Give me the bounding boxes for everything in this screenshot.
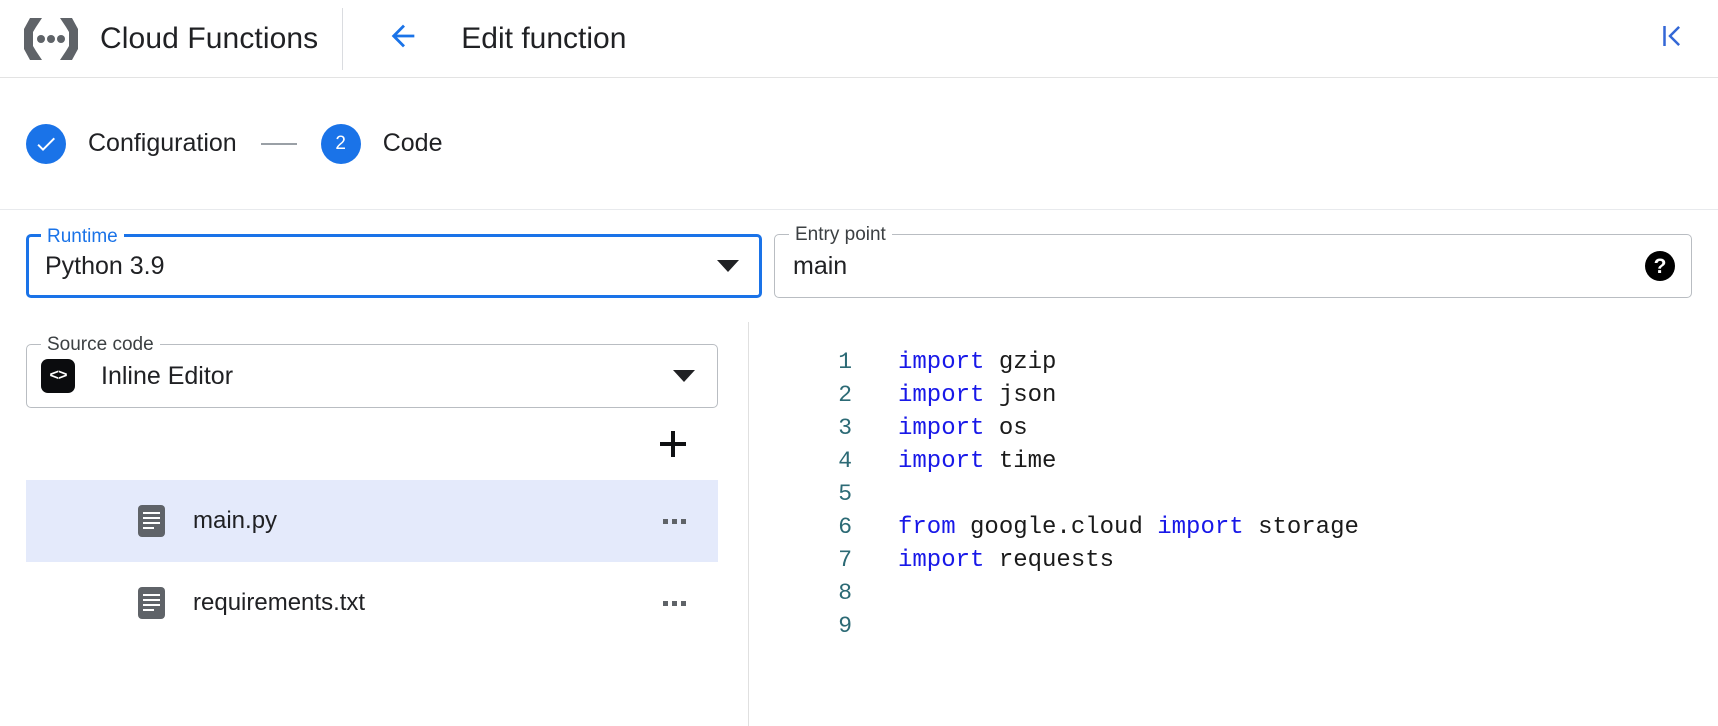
file-list: main.py requirements.txt [26, 480, 718, 644]
code-line-text[interactable]: import json [898, 379, 1056, 412]
code-line: 3 import os [806, 412, 1692, 445]
line-number: 5 [838, 481, 852, 507]
source-code-select[interactable]: Source code <> Inline Editor [26, 334, 718, 408]
chevron-down-icon[interactable] [717, 260, 739, 272]
code-keyword: import [898, 415, 985, 442]
wizard-stepper: Configuration 2 Code [0, 78, 1718, 210]
add-file-button[interactable] [652, 423, 694, 465]
files-toolbar [26, 408, 718, 480]
code-line: 5 [806, 478, 1692, 511]
more-horizontal-icon-dot [672, 518, 677, 524]
more-horizontal-icon-dot [663, 600, 668, 606]
code-line-text[interactable]: import time [898, 445, 1056, 478]
code-line-text[interactable]: from google.cloud import storage [898, 511, 1359, 544]
code-line: 8 [806, 577, 1692, 610]
line-number: 4 [838, 448, 852, 474]
runtime-select[interactable]: Runtime Python 3.9 [26, 226, 762, 298]
first-page-icon [1657, 21, 1687, 56]
step-configuration-marker [26, 123, 66, 164]
right-panel: Entry point main ? 1 import gzip 2 import j… [774, 224, 1692, 726]
code-line-text[interactable]: import os [898, 412, 1028, 445]
code-keyword: import [898, 349, 985, 376]
code-line: 9 [806, 610, 1692, 643]
code-brackets-icon: <> [41, 359, 75, 393]
arrow-left-icon [386, 19, 420, 58]
step-code[interactable]: 2 Code [320, 123, 443, 164]
entry-point-label: Entry point [789, 224, 892, 246]
step-configuration[interactable]: Configuration [26, 123, 237, 164]
content-area: Runtime Python 3.9 ? Source code <> Inli… [0, 210, 1718, 726]
line-number: 1 [838, 349, 852, 375]
left-panel: Runtime Python 3.9 ? Source code <> Inli… [26, 226, 814, 726]
code-line: 1 import gzip [806, 346, 1692, 379]
file-name: main.py [193, 507, 278, 534]
runtime-value: Python 3.9 [45, 251, 165, 280]
code-identifier: storage [1243, 514, 1359, 541]
code-line: 6 from google.cloud import storage [806, 511, 1692, 544]
product-brand[interactable]: Cloud Functions [0, 0, 342, 77]
file-more-button[interactable] [655, 511, 694, 532]
line-number: 2 [838, 382, 852, 408]
line-number: 8 [838, 580, 852, 606]
cloud-functions-logo [22, 13, 80, 65]
file-icon [138, 587, 165, 619]
code-identifier: google.cloud [955, 514, 1158, 541]
more-horizontal-icon-dot [672, 600, 677, 606]
product-title: Cloud Functions [100, 21, 319, 55]
code-line-text[interactable]: import requests [898, 544, 1114, 577]
file-icon [138, 505, 165, 537]
source-code-value: Inline Editor [101, 361, 234, 390]
appbar-divider [342, 7, 344, 70]
more-horizontal-icon-dot [681, 600, 686, 606]
more-horizontal-icon-dot [681, 518, 686, 524]
step-code-marker: 2 [320, 123, 361, 164]
step-code-label: Code [382, 129, 443, 157]
code-keyword: import [898, 382, 985, 409]
more-horizontal-icon-dot [663, 518, 668, 524]
source-code-block: Source code <> Inline Editor [26, 334, 774, 408]
code-line-text[interactable]: import gzip [898, 346, 1056, 379]
file-list-item-requirements-txt[interactable]: requirements.txt [26, 562, 718, 644]
code-keyword: import [898, 448, 985, 475]
code-identifier: time [984, 448, 1057, 475]
code-identifier: os [984, 415, 1028, 442]
runtime-label: Runtime [41, 226, 124, 248]
step-configuration-label: Configuration [88, 129, 237, 157]
code-editor[interactable]: 1 import gzip 2 import json 3 import os 4 impor… [806, 346, 1692, 726]
file-more-button[interactable] [655, 593, 694, 614]
line-number: 9 [838, 613, 852, 639]
code-keyword: import [1157, 514, 1244, 541]
panel-divider [748, 322, 749, 726]
code-line: 4 import time [806, 445, 1692, 478]
collapse-panel-button[interactable] [1648, 15, 1696, 63]
entry-point-input[interactable]: Entry point main ? [774, 224, 1692, 298]
line-number: 6 [838, 514, 852, 540]
runtime-row: Runtime Python 3.9 ? [26, 226, 814, 298]
chevron-down-icon[interactable] [673, 370, 695, 382]
file-name: requirements.txt [193, 589, 366, 616]
file-list-item-main-py[interactable]: main.py [26, 480, 718, 562]
code-identifier: requests [984, 547, 1115, 574]
source-code-label: Source code [41, 334, 160, 356]
code-keyword: import [898, 547, 985, 574]
app-bar: Cloud Functions Edit function [0, 0, 1718, 78]
entry-point-help-icon[interactable]: ? [1645, 251, 1675, 281]
back-button[interactable] [377, 13, 429, 65]
code-line: 7 import requests [806, 544, 1692, 577]
code-identifier: json [984, 382, 1057, 409]
code-keyword: from [898, 514, 956, 541]
entry-point-value[interactable]: main [793, 251, 848, 280]
code-line: 2 import json [806, 379, 1692, 412]
stepper-connector [260, 142, 297, 145]
page-title: Edit function [461, 21, 627, 55]
code-identifier: gzip [984, 349, 1057, 376]
line-number: 3 [838, 415, 852, 441]
line-number: 7 [838, 547, 852, 573]
